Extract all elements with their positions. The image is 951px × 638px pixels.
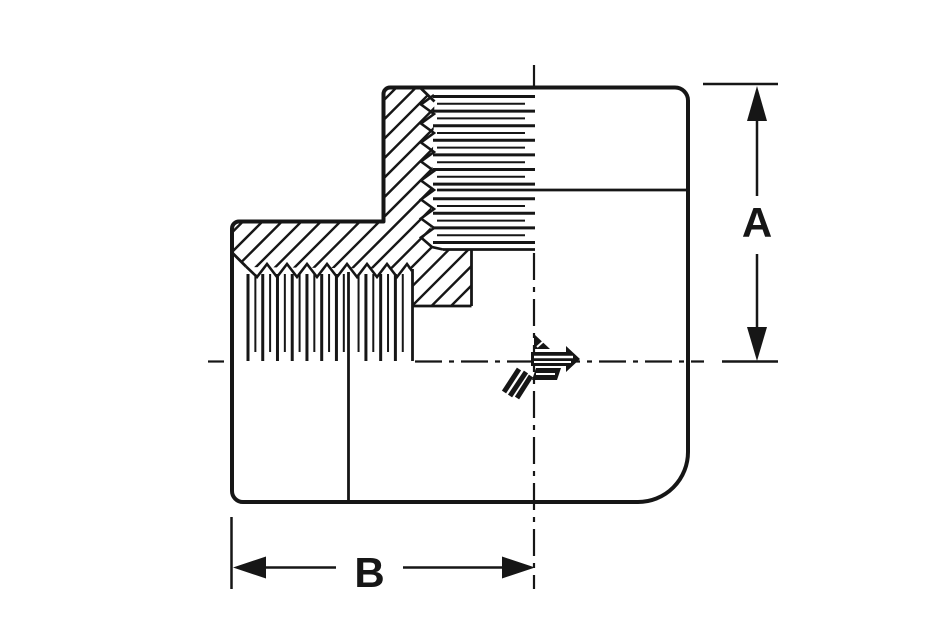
top-port-thread-crest-zigzag xyxy=(418,93,444,251)
dimension-b: B xyxy=(230,517,535,596)
body-outline xyxy=(230,85,690,504)
left-port-thread-lines xyxy=(246,274,404,361)
center-intersection-artifact xyxy=(501,334,580,400)
left-port-entrance-chamfer xyxy=(230,251,247,268)
left-port-thread-crest-zigzag xyxy=(245,261,414,280)
dim-a-down-arrowhead xyxy=(747,327,767,361)
dim-a-up-arrowhead xyxy=(747,86,767,121)
dimension-a: A xyxy=(703,82,778,363)
centerlines xyxy=(208,65,704,589)
dim-b-right-arrowhead xyxy=(502,556,535,579)
dim-b-left-arrowhead xyxy=(233,556,266,579)
dim-a-label: A xyxy=(742,199,772,246)
dim-b-label: B xyxy=(354,549,384,596)
top-port-thread-lines xyxy=(433,95,535,244)
elbow-body xyxy=(230,85,690,504)
